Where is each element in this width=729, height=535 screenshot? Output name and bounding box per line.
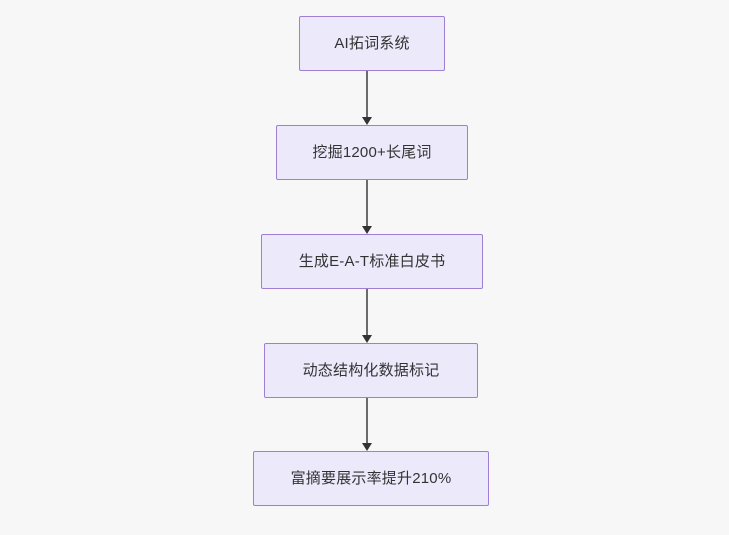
flowchart-node-n3[interactable]: 生成E-A-T标准白皮书 — [261, 234, 483, 289]
flowchart-node-n5[interactable]: 富摘要展示率提升210% — [253, 451, 489, 506]
arrowhead-icon — [362, 226, 372, 234]
edge-line — [366, 71, 368, 118]
node-label: 动态结构化数据标记 — [302, 362, 440, 379]
edge-line — [366, 289, 368, 336]
arrowhead-icon — [362, 443, 372, 451]
node-label: AI拓词系统 — [334, 35, 410, 52]
flowchart-node-n2[interactable]: 挖掘1200+长尾词 — [276, 125, 468, 180]
edge-line — [366, 398, 368, 444]
arrowhead-icon — [362, 335, 372, 343]
flowchart-edge-n3-n4 — [362, 289, 372, 343]
node-label: 生成E-A-T标准白皮书 — [298, 253, 446, 270]
node-label: 富摘要展示率提升210% — [290, 470, 452, 487]
node-label: 挖掘1200+长尾词 — [312, 144, 432, 161]
flowchart-edge-n4-n5 — [362, 398, 372, 451]
arrowhead-icon — [362, 117, 372, 125]
flowchart-edge-n1-n2 — [362, 71, 372, 125]
edge-line — [366, 180, 368, 227]
flowchart-node-n4[interactable]: 动态结构化数据标记 — [264, 343, 478, 398]
flowchart-edge-n2-n3 — [362, 180, 372, 234]
flowchart-node-n1[interactable]: AI拓词系统 — [299, 16, 445, 71]
